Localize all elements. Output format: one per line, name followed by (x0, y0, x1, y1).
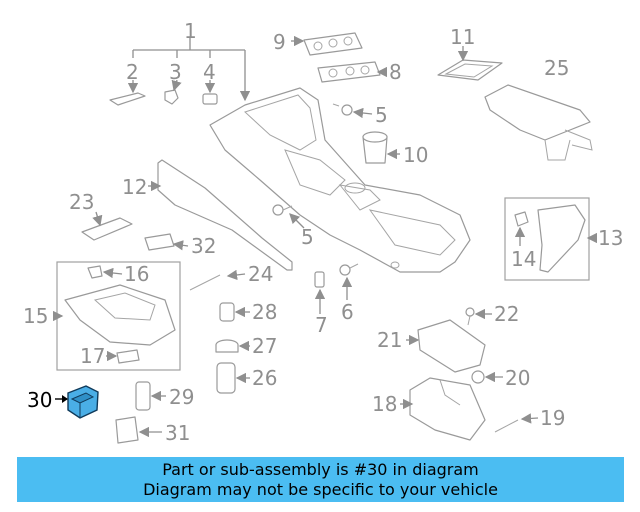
callout-20: 20 (505, 366, 530, 390)
cover-part-21 (417, 319, 486, 373)
banner-line-1: Part or sub-assembly is #30 in diagram (162, 460, 479, 479)
part-info-banner: Part or sub-assembly is #30 in diagram D… (17, 457, 624, 502)
callout-labels: 1 2 3 4 9 8 5 10 11 25 12 23 5 32 13 14 … (23, 19, 623, 445)
callout-8: 8 (389, 60, 402, 84)
callout-24: 24 (248, 262, 273, 286)
callout-9: 9 (273, 30, 286, 54)
screw-part-5-upper (332, 103, 353, 116)
callout-5-middle: 5 (301, 225, 314, 249)
callout-31: 31 (165, 421, 190, 445)
callout-6: 6 (341, 300, 354, 324)
callout-15: 15 (23, 304, 48, 328)
switch-panel-part-8 (317, 61, 381, 83)
panel-part-13 (537, 204, 586, 273)
cup-holder-part-10 (362, 131, 388, 164)
clip-part-3 (164, 89, 179, 105)
clip-part-22 (465, 307, 475, 326)
harness-part-24 (189, 274, 221, 291)
callout-21: 21 (377, 328, 402, 352)
cable-part-19 (494, 419, 519, 433)
callout-25: 25 (544, 56, 569, 80)
callout-30-highlighted: 30 (27, 388, 52, 412)
socket-part-27 (215, 339, 239, 353)
callout-13: 13 (598, 226, 623, 250)
callout-4: 4 (203, 60, 216, 84)
banner-line-2: Diagram may not be specific to your vehi… (143, 480, 498, 499)
shift-panel-part-15 (64, 284, 176, 346)
switch-part-17 (116, 349, 140, 364)
highlighted-part-30-icon (67, 385, 99, 419)
callout-16: 16 (124, 262, 149, 286)
mat-part-11 (437, 59, 503, 81)
callout-27: 27 (252, 334, 277, 358)
center-console-drawing (209, 87, 471, 273)
side-panel-part-12 (157, 159, 293, 271)
callout-12: 12 (122, 175, 147, 199)
socket-part-29 (135, 381, 151, 411)
callout-3: 3 (169, 60, 182, 84)
callout-26: 26 (252, 366, 277, 390)
callout-2: 2 (126, 60, 139, 84)
callout-19: 19 (540, 406, 565, 430)
callout-5-upper: 5 (375, 103, 388, 127)
callout-17: 17 (80, 344, 105, 368)
screw-part-6 (339, 263, 359, 276)
callout-11: 11 (450, 25, 475, 49)
socket-part-26 (216, 362, 236, 394)
callout-22: 22 (494, 302, 519, 326)
callout-10: 10 (403, 143, 428, 167)
shifter-part-18 (409, 377, 486, 441)
clip-part-16 (87, 265, 103, 279)
switch-part-32 (144, 233, 175, 251)
pad-part-23 (81, 217, 133, 241)
switch-part-31 (115, 416, 139, 444)
socket-part-28 (219, 302, 235, 322)
callout-32: 32 (191, 234, 216, 258)
trim-part-2 (109, 92, 146, 106)
clip-part-4 (202, 93, 218, 105)
clip-part-7 (314, 271, 325, 288)
callout-7: 7 (315, 313, 328, 337)
callout-28: 28 (252, 300, 277, 324)
bezel-part-9 (303, 32, 363, 56)
callout-29: 29 (169, 385, 194, 409)
nut-part-20 (471, 370, 485, 384)
callout-14: 14 (511, 247, 536, 271)
leader-lines (52, 35, 598, 438)
armrest-part-25 (484, 84, 593, 161)
clip-part-14 (514, 211, 529, 227)
screw-part-5-middle (272, 204, 293, 216)
callout-23: 23 (69, 190, 94, 214)
callout-18: 18 (372, 392, 397, 416)
callout-1: 1 (184, 19, 197, 43)
